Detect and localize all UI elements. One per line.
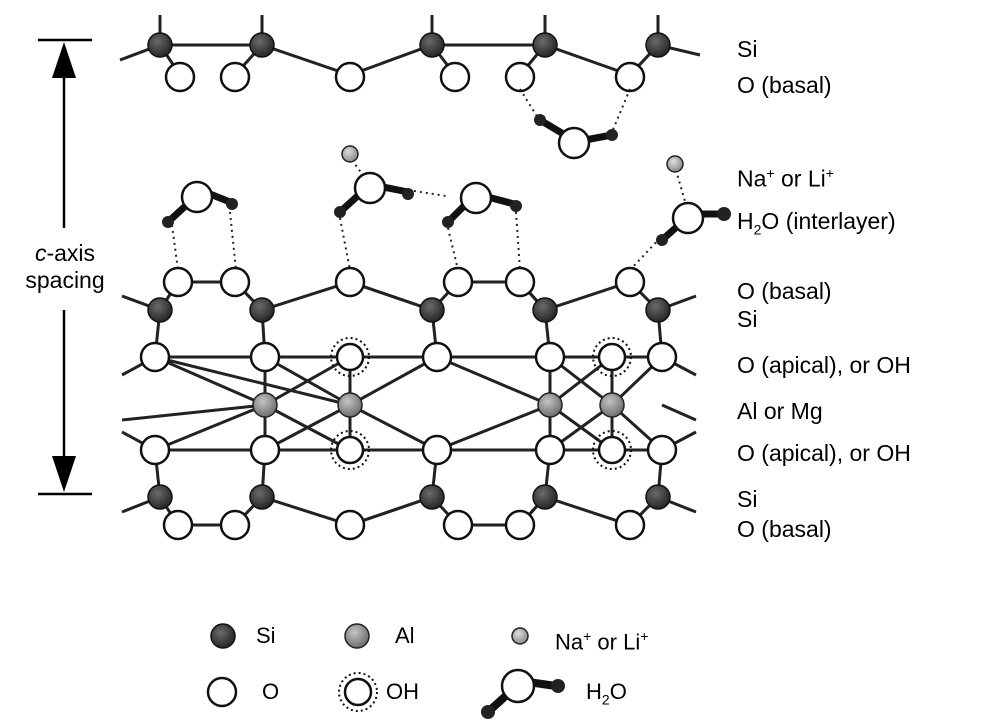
c-axis-label: c-axis spacing <box>10 240 120 294</box>
label-mid-si: Si <box>737 306 758 332</box>
label-water-rest: O (interlayer) <box>761 208 896 234</box>
legend-cation-label: Na+ or Li+ <box>555 624 648 654</box>
label-al-mg: Al or Mg <box>737 398 823 424</box>
legend-cation-sup1: + <box>583 628 592 644</box>
label-interlayer-water: H2O (interlayer) <box>737 208 896 243</box>
label-water-h: H <box>737 208 754 234</box>
label-top-o-basal: O (basal) <box>737 72 832 98</box>
interlayer-water-molecules <box>162 114 731 246</box>
legend-cation-sup2: + <box>640 628 649 644</box>
legend-o-symbol <box>206 676 238 708</box>
legend-oh-ring <box>338 672 378 712</box>
octahedral-al-atoms <box>252 392 625 418</box>
label-cation-sup2: + <box>825 165 834 181</box>
label-o-apical-upper: O (apical), or OH <box>737 352 911 378</box>
label-cation-sup1: + <box>766 165 775 181</box>
oh-rings <box>330 337 632 470</box>
label-mid-o-basal: O (basal) <box>737 278 832 304</box>
label-water-sub: 2 <box>753 221 762 238</box>
legend-h2o-symbol <box>481 668 565 719</box>
label-cation-li: or Li <box>774 165 826 192</box>
legend-cation-symbol <box>511 627 529 645</box>
label-o-apical-lower: O (apical), or OH <box>737 440 911 466</box>
legend-al-label: Al <box>395 623 415 648</box>
legend-si-label: Si <box>256 623 276 648</box>
legend-o-label: O <box>262 679 280 704</box>
legend-cation-na: Na <box>555 629 584 655</box>
c-axis-italic: c <box>34 240 47 266</box>
middle-si-atoms <box>147 297 671 510</box>
interlayer-cations <box>341 145 684 173</box>
c-axis-spacing: spacing <box>25 267 105 293</box>
top-si-atoms <box>147 32 671 58</box>
legend-oh-label: OH <box>386 679 419 704</box>
c-axis-arrow <box>38 38 92 496</box>
label-bottom-si: Si <box>737 486 758 512</box>
hydrogen-bonds <box>171 88 687 271</box>
legend-al-symbol <box>344 623 370 649</box>
label-cation: Na+ or Li+ <box>737 160 834 192</box>
label-cation-na: Na <box>737 165 767 192</box>
legend-h2o-h: H <box>586 679 602 704</box>
legend-oh-symbol <box>343 677 373 707</box>
top-o-basal-atoms <box>164 61 646 93</box>
c-axis-rest: -axis <box>46 240 96 266</box>
label-bottom-o-basal: O (basal) <box>737 516 832 542</box>
legend-si-symbol <box>210 623 236 649</box>
top-tetrahedral-sheet <box>119 15 701 77</box>
middle-o-atoms <box>139 266 678 541</box>
legend-h2o-sub: 2 <box>601 691 610 708</box>
legend-symbols <box>206 623 565 719</box>
legend-cation-li: or Li <box>591 629 641 655</box>
label-top-si: Si <box>737 36 758 62</box>
legend-h2o-label: H2O <box>586 680 627 711</box>
legend-h2o-o: O <box>609 679 627 704</box>
